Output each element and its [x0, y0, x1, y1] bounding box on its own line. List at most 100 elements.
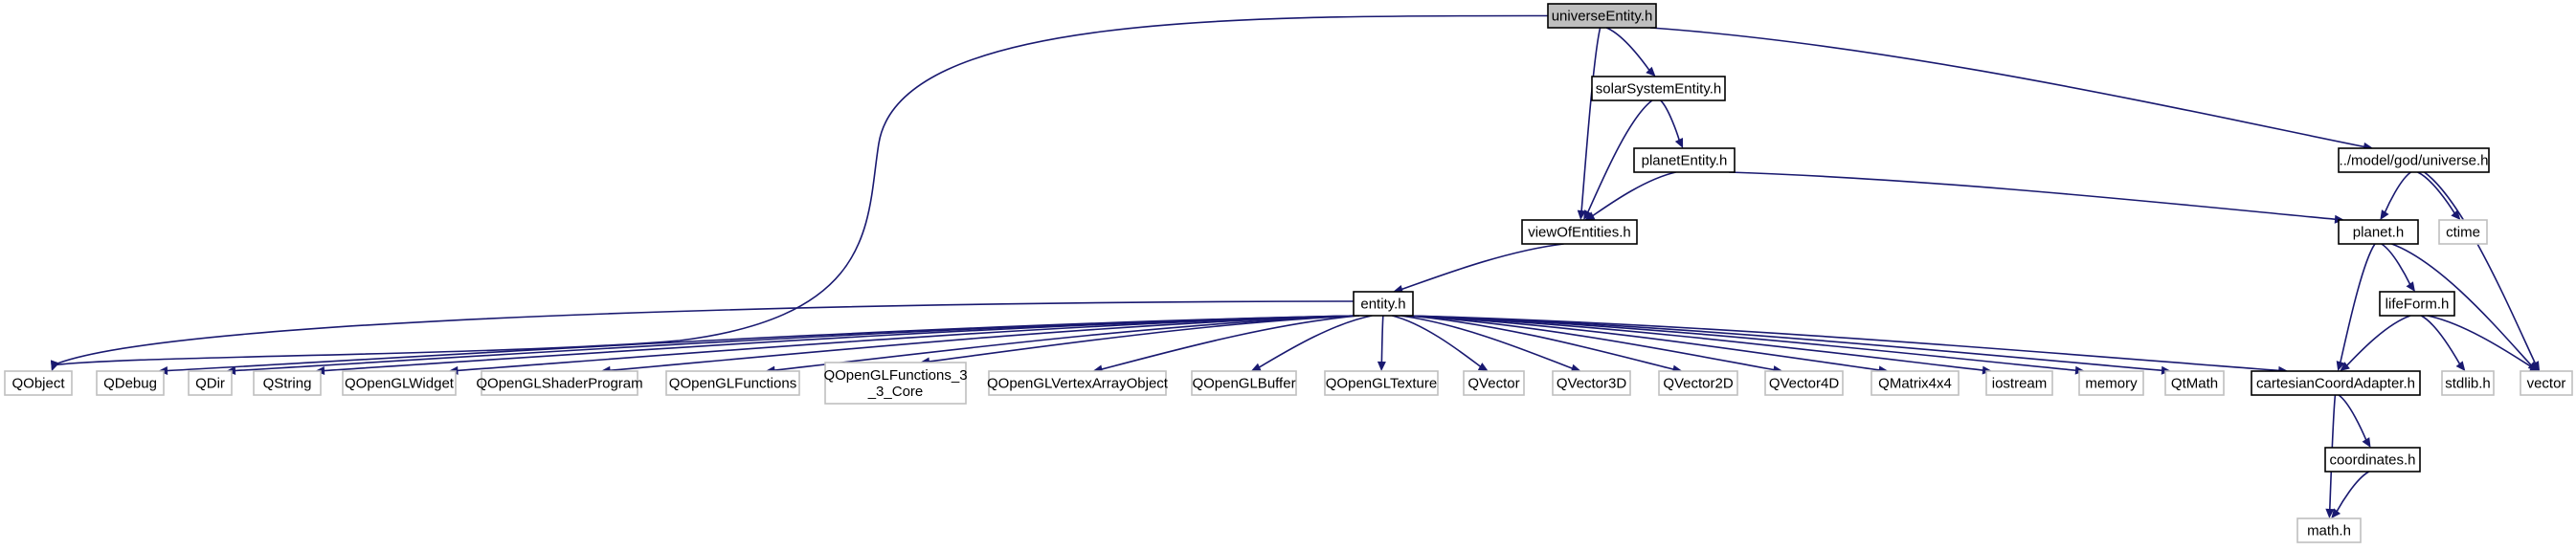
- node-QMatrix4x4: QMatrix4x4: [1870, 370, 1960, 396]
- edge-line: [1605, 27, 1650, 72]
- node-box: [1521, 219, 1638, 245]
- node-box: [1353, 291, 1414, 317]
- edge-line: [928, 315, 1360, 363]
- edge-line: [1591, 171, 1676, 217]
- edge-entity-to-iostream: [1406, 315, 1992, 375]
- node-label: QOpenGLVertexArrayObject: [987, 376, 1169, 392]
- node-box: [1547, 3, 1657, 29]
- edges-layer: [51, 14, 2541, 518]
- edge-coordinates-to-math: [2331, 471, 2370, 518]
- arrowhead-icon: [2325, 508, 2335, 518]
- node-label: coordinates.h: [2329, 452, 2415, 469]
- arrowhead-icon: [2406, 281, 2415, 292]
- node-memory: memory: [2078, 370, 2144, 396]
- arrowhead-icon: [1674, 138, 1684, 148]
- node-cartesianCoordAdapter[interactable]: cartesianCoordAdapter.h: [2251, 370, 2421, 396]
- node-box: [1591, 76, 1726, 101]
- node-coordinates[interactable]: coordinates.h: [2324, 447, 2421, 473]
- arrowhead-icon: [51, 360, 59, 371]
- node-box: [1764, 370, 1844, 396]
- node-box: [665, 370, 800, 396]
- edge-line: [2420, 315, 2461, 365]
- node-label: cartesianCoordAdapter.h: [2256, 376, 2415, 392]
- node-box: [2441, 370, 2495, 396]
- node-solarSystemEntity[interactable]: solarSystemEntity.h: [1591, 76, 1726, 101]
- node-box: [2379, 291, 2455, 317]
- node-label: QObject: [11, 376, 65, 392]
- node-label: QVector3D: [1557, 376, 1627, 392]
- edge-line: [1660, 99, 1681, 142]
- edge-line: [2345, 315, 2411, 367]
- node-box: [96, 370, 165, 396]
- edge-line: [2417, 171, 2456, 214]
- node-viewOfEntities[interactable]: viewOfEntities.h: [1521, 219, 1638, 245]
- node-label: QOpenGLFunctions: [669, 376, 796, 392]
- node-QtMath: QtMath: [2164, 370, 2225, 396]
- node-universeEntity[interactable]: universeEntity.h: [1547, 3, 1657, 29]
- arrowhead-icon: [2331, 508, 2341, 518]
- node-QOpenGLFunctions: QOpenGLFunctions: [665, 370, 800, 396]
- node-QOpenGLVertexArrayObject: QOpenGLVertexArrayObject: [987, 370, 1169, 396]
- arrowhead-icon: [2336, 361, 2345, 371]
- node-label: QVector: [1467, 376, 1519, 392]
- edge-entity-to-QVector: [1392, 315, 1489, 371]
- node-ctime: ctime: [2438, 219, 2488, 245]
- node-label: lifeForm.h: [2386, 297, 2450, 313]
- edge-line: [1400, 243, 1564, 291]
- arrowhead-icon: [1583, 209, 1593, 220]
- node-planetEntity[interactable]: planetEntity.h: [1633, 147, 1736, 173]
- edge-line: [1406, 315, 1984, 371]
- node-box: [1552, 370, 1631, 396]
- edge-line: [1406, 315, 1880, 371]
- node-QVector2D: QVector2D: [1658, 370, 1738, 396]
- edge-line: [1380, 315, 1384, 363]
- node-QOpenGLTexture: QOpenGLTexture: [1324, 370, 1439, 396]
- node-entity[interactable]: entity.h: [1353, 291, 1414, 317]
- node-label: vector: [2527, 376, 2566, 392]
- arrowhead-icon: [2074, 365, 2085, 375]
- node-box: [1463, 370, 1525, 396]
- edge-line: [2391, 243, 2533, 366]
- arrowhead-icon: [1982, 365, 1992, 375]
- edge-line: [1406, 315, 1674, 370]
- arrowhead-icon: [2380, 209, 2389, 220]
- node-vector: vector: [2520, 370, 2573, 396]
- edge-entity-to-QOpenGLTexture: [1377, 315, 1386, 371]
- node-universe[interactable]: ../model/god/universe.h: [2338, 147, 2490, 173]
- edge-universeEntity-to-solarSystemEntity: [1605, 27, 1656, 77]
- node-label: universeEntity.h: [1552, 9, 1653, 25]
- node-QOpenGLShaderProgram: QOpenGLShaderProgram: [476, 370, 643, 396]
- node-label: QString: [263, 376, 312, 392]
- edge-planet-to-cartesianCoordAdapter: [2336, 243, 2376, 371]
- node-label: QVector2D: [1663, 376, 1734, 392]
- node-QVector: QVector: [1463, 370, 1525, 396]
- node-box: [1658, 370, 1738, 396]
- edge-line: [2339, 243, 2376, 363]
- node-label: QOpenGLTexture: [1326, 376, 1437, 392]
- node-lifeForm[interactable]: lifeForm.h: [2379, 291, 2455, 317]
- edge-line: [1406, 315, 1775, 371]
- node-box: [2164, 370, 2225, 396]
- node-QDir: QDir: [188, 370, 233, 396]
- edge-solarSystemEntity-to-viewOfEntities: [1583, 99, 1653, 220]
- arrowhead-icon: [2451, 209, 2461, 220]
- node-box: [1324, 370, 1439, 396]
- edge-solarSystemEntity-to-planetEntity: [1660, 99, 1684, 148]
- node-QString: QString: [253, 370, 322, 396]
- node-label: ../model/god/universe.h: [2340, 153, 2489, 169]
- node-label: viewOfEntities.h: [1528, 225, 1631, 241]
- edge-line: [323, 315, 1360, 372]
- edge-lifeForm-to-cartesianCoordAdapter: [2340, 315, 2411, 371]
- arrowhead-icon: [2362, 437, 2371, 448]
- edge-planetEntity-to-viewOfEntities: [1584, 171, 1676, 220]
- node-label: QOpenGLFunctions_3_3_Core: [823, 367, 967, 400]
- edge-planet-to-lifeForm: [2381, 243, 2415, 292]
- node-label: QOpenGLWidget: [345, 376, 455, 392]
- edge-line: [2427, 315, 2533, 368]
- node-box: [824, 362, 967, 405]
- node-planet[interactable]: planet.h: [2338, 219, 2419, 245]
- node-math: math.h: [2296, 517, 2362, 543]
- edge-line: [609, 315, 1360, 372]
- edge-line: [1406, 315, 2163, 372]
